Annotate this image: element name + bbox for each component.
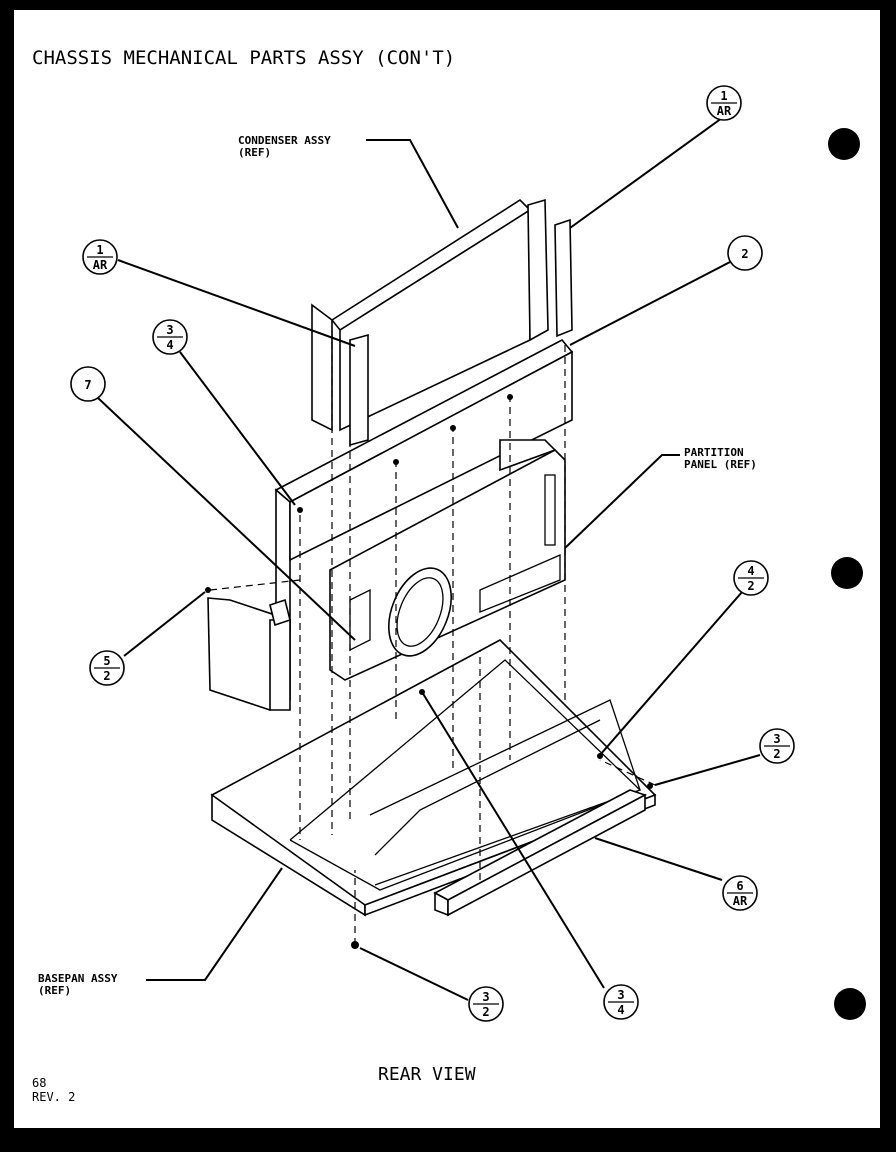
callout-c1-top: 1 (720, 89, 727, 103)
callout-c10: 3 2 (468, 986, 504, 1022)
callout-c9: 6 AR (722, 875, 758, 911)
callout-c9-bottom: AR (733, 894, 748, 908)
basepan-label-line1: BASEPAN ASSY (38, 972, 118, 985)
alignment-lines (209, 330, 656, 945)
base-rail (433, 789, 648, 917)
callout-c3-top: 2 (741, 247, 748, 261)
callout-c2-bottom: AR (93, 258, 108, 272)
callout-c8-bottom: 2 (773, 747, 780, 761)
partition-panel (329, 439, 566, 681)
callout-c5: 7 (70, 366, 106, 402)
partition-label-line1: PARTITION (684, 446, 744, 459)
partition-label-line2: PANEL (REF) (684, 458, 757, 471)
callout-c11-top: 3 (617, 988, 624, 1002)
condenser-label-line2: (REF) (238, 146, 271, 159)
callout-c8: 3 2 (759, 728, 795, 764)
callout-c1: 1 AR (706, 85, 742, 121)
callout-c1-bottom: AR (717, 104, 732, 118)
callout-c6: 4 2 (733, 560, 769, 596)
view-label: REAR VIEW (378, 1064, 476, 1085)
binder-hole-top (828, 128, 860, 160)
page-title: CHASSIS MECHANICAL PARTS ASSY (CON'T) (32, 47, 455, 69)
condenser-assy (311, 198, 573, 447)
callout-c6-top: 4 (747, 564, 754, 578)
callout-c5-top: 7 (84, 378, 91, 392)
callout-c10-top: 3 (482, 990, 489, 1004)
leader-lines (97, 117, 761, 1001)
callout-c3: 2 (727, 235, 763, 271)
side-bracket (207, 597, 291, 711)
revision-label: REV. 2 (32, 1090, 75, 1104)
callout-c6-bottom: 2 (747, 579, 754, 593)
callout-c7-top: 5 (103, 654, 110, 668)
callout-c7-bottom: 2 (103, 669, 110, 683)
binder-hole-middle (831, 557, 863, 589)
condenser-label-line1: CONDENSER ASSY (238, 134, 331, 147)
callout-c2: 1 AR (82, 239, 118, 275)
callout-c2-top: 1 (96, 243, 103, 257)
callout-c4-top: 3 (166, 323, 173, 337)
callout-c9-top: 6 (736, 879, 743, 893)
callout-c4-bottom: 4 (166, 338, 173, 352)
basepan-label-line2: (REF) (38, 984, 71, 997)
callout-c7: 5 2 (89, 650, 125, 686)
callout-c4: 3 4 (152, 319, 188, 355)
callout-c11: 3 4 (603, 984, 639, 1020)
callout-c11-bottom: 4 (617, 1003, 624, 1017)
binder-hole-bottom (834, 988, 866, 1020)
callout-c10-bottom: 2 (482, 1005, 489, 1019)
callout-c8-top: 3 (773, 732, 780, 746)
page-number: 68 (32, 1076, 46, 1090)
